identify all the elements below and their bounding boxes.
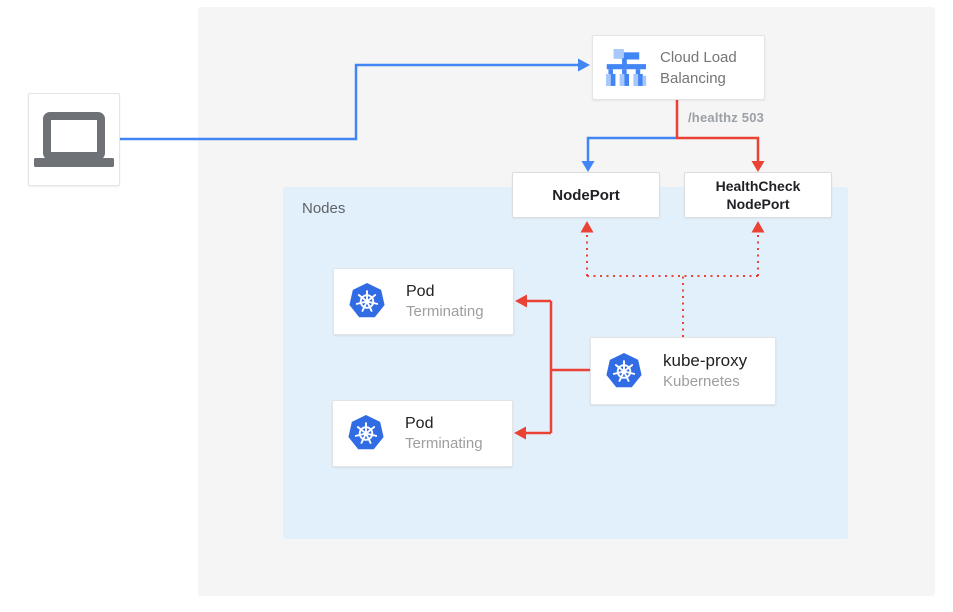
nodes-group-label: Nodes <box>302 200 346 217</box>
kubernetes-icon <box>605 352 643 391</box>
pod2-status: Terminating <box>405 435 483 452</box>
nodeport-label: NodePort <box>552 186 620 204</box>
pod1-status: Terminating <box>406 303 484 320</box>
laptop-icon <box>34 112 114 167</box>
pod2-title: Pod <box>405 415 434 432</box>
cloud-load-balancer-label: Cloud Load Balancing <box>660 48 737 87</box>
pod-node-1: Pod Terminating <box>333 268 514 335</box>
kubernetes-icon <box>348 282 386 321</box>
pod1-title: Pod <box>406 283 435 300</box>
healthz-status-label: /healthz 503 <box>688 110 765 125</box>
cloud-load-balancer-node: Cloud Load Balancing <box>592 35 765 100</box>
pod-node-2: Pod Terminating <box>332 400 513 467</box>
kube-proxy-subtitle: Kubernetes <box>663 373 740 390</box>
healthcheck-nodeport-node: HealthCheck NodePort <box>684 172 832 218</box>
nodeport-node: NodePort <box>512 172 660 218</box>
kube-proxy-node: kube-proxy Kubernetes <box>590 337 776 405</box>
healthcheck-label-line2: NodePort <box>726 196 790 212</box>
kubernetes-icon <box>347 414 385 453</box>
client-node <box>28 93 120 186</box>
kube-proxy-title: kube-proxy <box>663 351 748 370</box>
cloud-load-balancing-icon <box>606 49 647 86</box>
healthcheck-label-line1: HealthCheck <box>715 178 801 194</box>
